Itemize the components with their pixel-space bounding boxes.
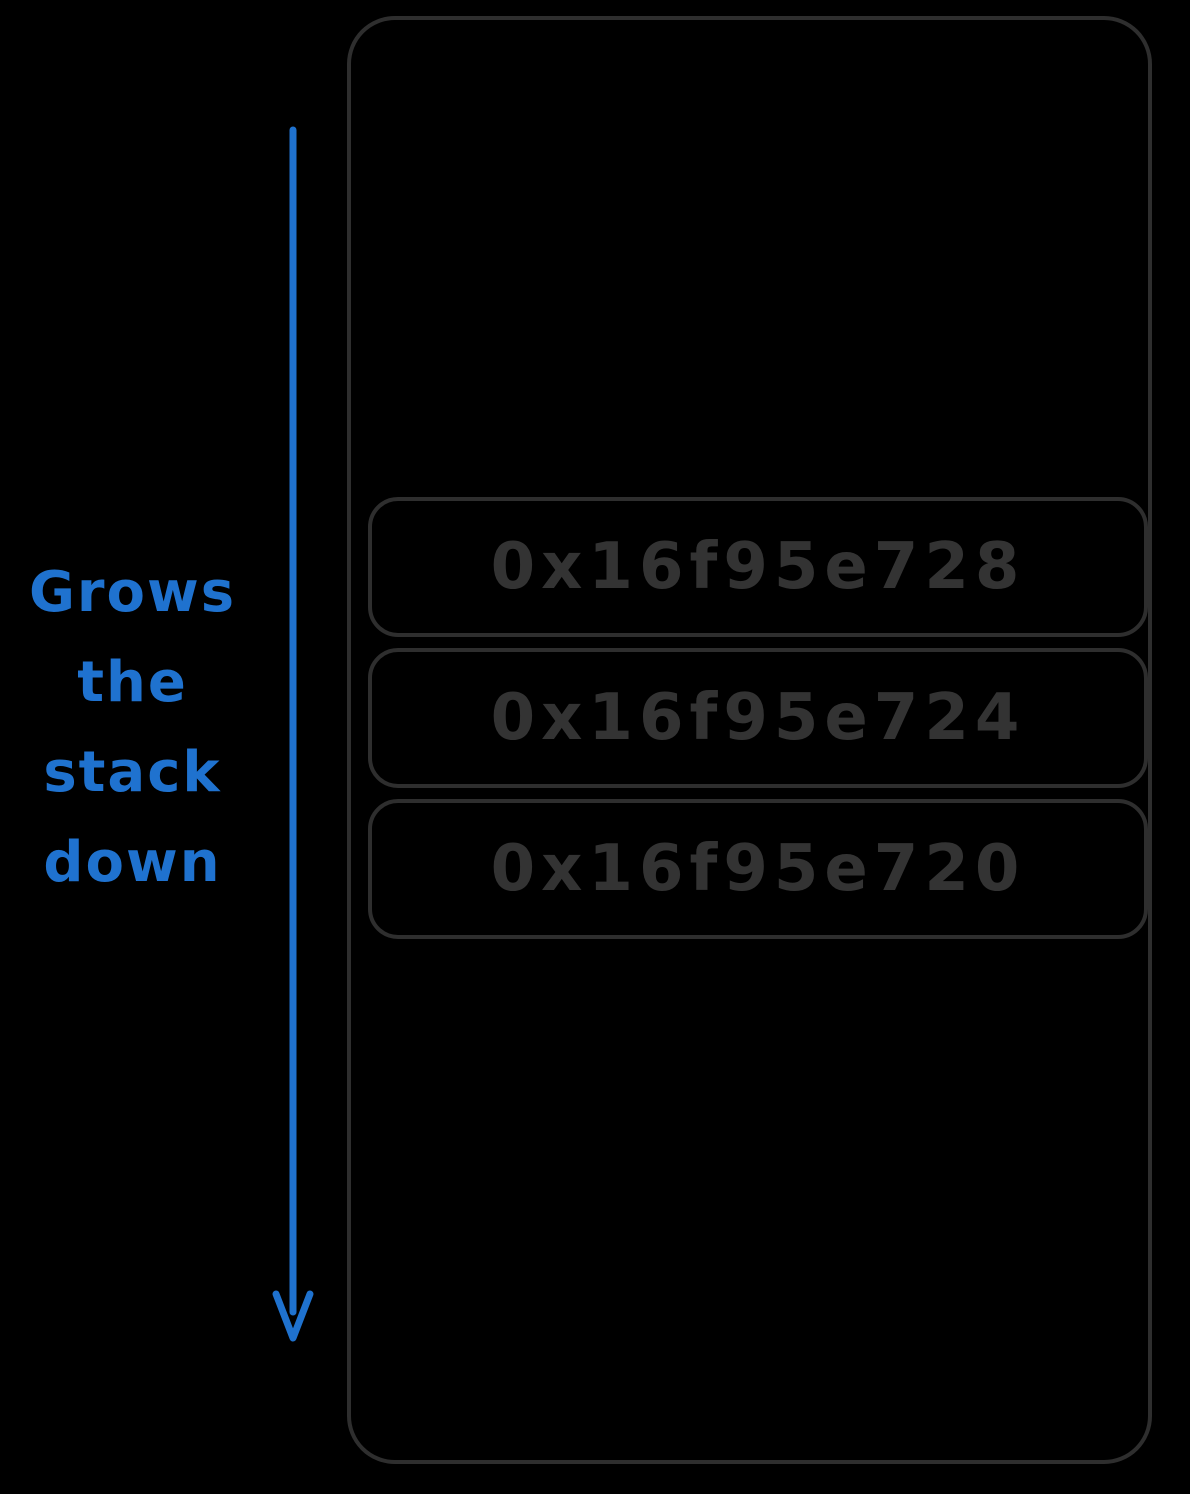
stack-frame: 0x16f95e728 bbox=[368, 497, 1148, 637]
down-arrow-icon bbox=[272, 126, 314, 1342]
stack-frame: 0x16f95e720 bbox=[368, 799, 1148, 939]
stack-container bbox=[347, 16, 1152, 1464]
stack-frame-address: 0x16f95e720 bbox=[490, 832, 1026, 906]
annotation-line: down bbox=[43, 830, 222, 895]
stack-frame-address: 0x16f95e728 bbox=[490, 530, 1026, 604]
stack-frame: 0x16f95e724 bbox=[368, 648, 1148, 788]
annotation-line: the bbox=[77, 650, 188, 715]
annotation-line: stack bbox=[43, 740, 222, 805]
annotation-line: Grows bbox=[28, 560, 237, 625]
stack-frames: 0x16f95e728 0x16f95e724 0x16f95e720 bbox=[368, 497, 1148, 950]
stack-frame-address: 0x16f95e724 bbox=[490, 681, 1026, 755]
grows-stack-down-label: Grows the stack down bbox=[10, 548, 255, 908]
